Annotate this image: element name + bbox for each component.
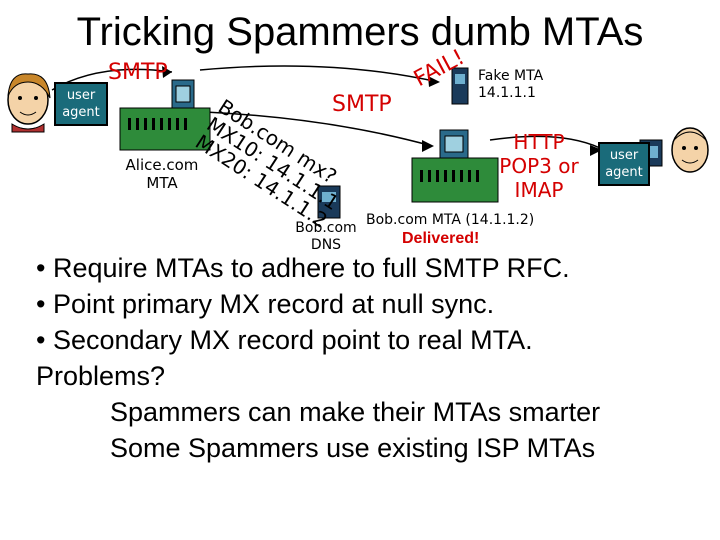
bob-dns-label: Bob.com DNS [286, 220, 366, 254]
bullet-item: • Secondary MX record point to real MTA. [36, 325, 533, 355]
smtp-top-label: SMTP [108, 60, 168, 85]
arrow-head [422, 140, 434, 152]
smtp-mid-label: SMTP [332, 92, 392, 117]
bullet-item: • Point primary MX record at null sync. [36, 289, 495, 319]
alice-mta-label-line: Alice.com [125, 156, 199, 174]
delivered-label: Delivered! [402, 230, 480, 247]
left-user-agent-label: user agent [54, 82, 108, 126]
protocol-item: IMAP [514, 178, 564, 202]
page-title: Tricking Spammers dumb MTAs [76, 10, 644, 54]
problem-item: Some Spammers use existing ISP MTAs [110, 433, 596, 463]
bob-mta-label: Bob.com MTA (14.1.1.2) [366, 212, 535, 228]
arrow-alice-to-bob [204, 111, 433, 147]
arrow-bob-to-ua [489, 135, 601, 149]
bullet-item: • Require MTAs to adhere to full SMTP RF… [36, 253, 570, 283]
fake-mta-device-icon [451, 67, 469, 105]
fake-mta-line: 14.1.1.1 [478, 85, 536, 101]
bob-mta-computer-icon [411, 129, 499, 203]
alice-mta-label: Alice.com MTA [112, 156, 212, 192]
protocol-item: POP3 or [499, 154, 579, 178]
bob-dns-line: Bob.com [295, 220, 357, 236]
arrow-head [162, 66, 172, 78]
alice-mta-computer-icon [119, 79, 211, 151]
alice-avatar-icon [7, 73, 51, 133]
bob-dns-server-icon [317, 185, 341, 219]
arrow-head [590, 145, 602, 156]
bob-avatar-icon [671, 127, 709, 173]
protocol-item: HTTP [513, 130, 565, 154]
right-user-agent-label: user agent [598, 142, 650, 186]
protocols-label: HTTP POP3 or IMAP [484, 130, 594, 202]
problems-heading: Problems? [36, 361, 166, 391]
fake-mta-line: Fake MTA [478, 68, 544, 84]
fake-mta-label: Fake MTA 14.1.1.1 [478, 68, 543, 102]
alice-mta-label-line: MTA [146, 174, 178, 192]
problem-item: Spammers can make their MTAs smarter [110, 397, 601, 427]
arrow-head [428, 76, 440, 87]
arrow-alice-to-fake [199, 65, 439, 83]
bullet-list: • Require MTAs to adhere to full SMTP RF… [36, 250, 600, 466]
bob-dns-line: DNS [310, 237, 342, 253]
